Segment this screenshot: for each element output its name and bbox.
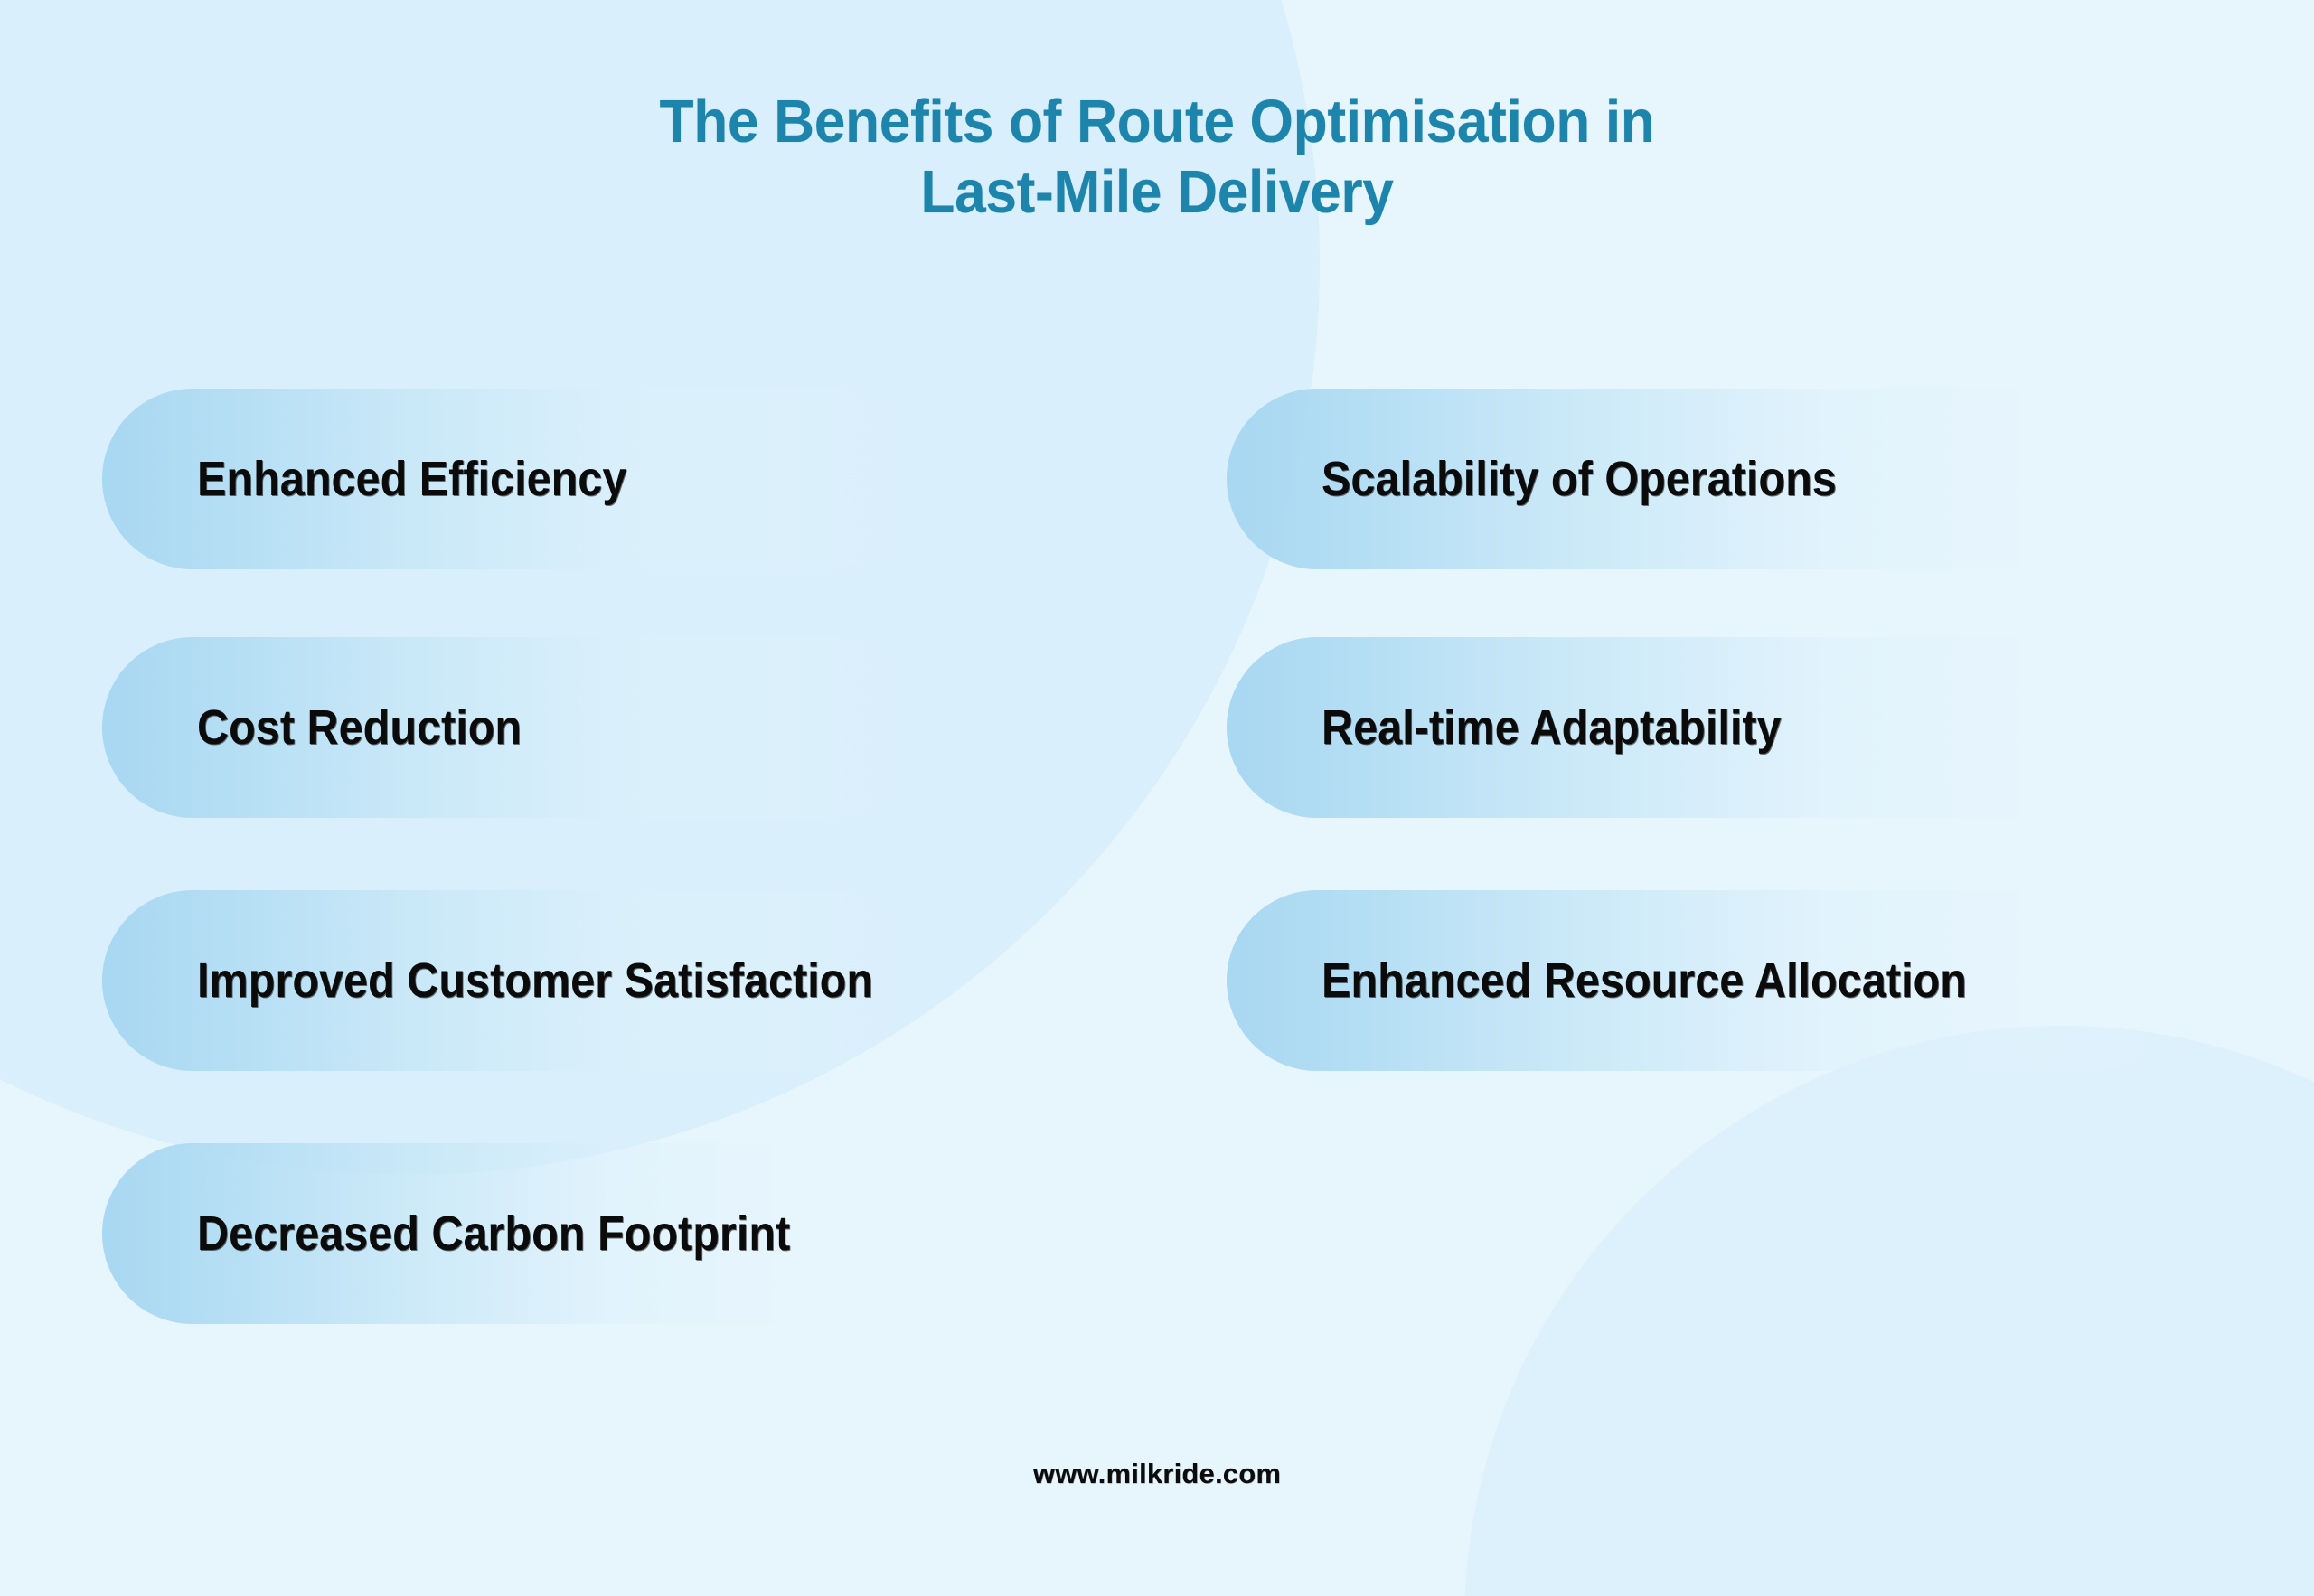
page-title: The Benefits of Route Optimisation in La…: [0, 87, 2314, 229]
footer: www.milkride.com: [0, 1458, 2314, 1490]
benefit-pill-scalability-of-operations: Scalability of Operations: [1227, 389, 2185, 569]
benefit-label: Real-time Adaptability: [1322, 700, 1782, 755]
benefit-pill-improved-customer-satisfaction: Improved Customer Satisfaction: [102, 890, 916, 1071]
benefit-pill-cost-reduction: Cost Reduction: [102, 637, 916, 818]
benefit-label: Scalability of Operations: [1322, 452, 1837, 506]
page-title-line-2: Last-Mile Delivery: [920, 158, 1394, 227]
benefit-label: Cost Reduction: [197, 700, 522, 755]
benefit-label: Improved Customer Satisfaction: [197, 953, 874, 1008]
benefit-pill-decreased-carbon-footprint: Decreased Carbon Footprint: [102, 1143, 916, 1324]
benefit-label: Decreased Carbon Footprint: [197, 1206, 791, 1261]
page-title-line-1: The Benefits of Route Optimisation in: [659, 88, 1655, 155]
benefit-label: Enhanced Resource Allocation: [1322, 953, 1967, 1008]
benefit-label: Enhanced Efficiency: [197, 452, 627, 506]
benefit-pill-enhanced-resource-allocation: Enhanced Resource Allocation: [1227, 890, 2185, 1071]
benefit-pill-enhanced-efficiency: Enhanced Efficiency: [102, 389, 916, 569]
website-url[interactable]: www.milkride.com: [1032, 1458, 1282, 1489]
benefit-pill-real-time-adaptability: Real-time Adaptability: [1227, 637, 2185, 818]
